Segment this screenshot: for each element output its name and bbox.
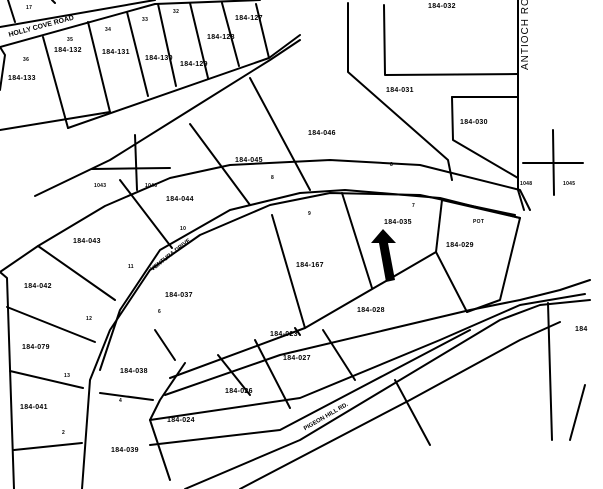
parcel-label: 184-035 — [384, 219, 412, 226]
parcel-label: 184-039 — [111, 447, 139, 454]
parcel-label: 184-079 — [22, 344, 50, 351]
parcel-label: 184-027 — [283, 355, 311, 362]
parcel-label: 184-030 — [460, 119, 488, 126]
section-number: 1048 — [520, 181, 533, 187]
lot-number: 34 — [105, 27, 112, 33]
parcel-label: 184-127 — [235, 15, 263, 22]
lot-number: 10 — [180, 226, 187, 232]
parcel-label: 184-023 — [270, 331, 298, 338]
lot-number: 35 — [67, 37, 74, 43]
lot-number: 6 — [158, 309, 162, 315]
section-number: 1045 — [563, 181, 576, 187]
parcel-label: 184-133 — [8, 75, 36, 82]
parcel-label: 184-024 — [167, 417, 195, 424]
parcel-label: 184-046 — [308, 130, 336, 137]
parcel-label: 184-042 — [24, 283, 52, 290]
parcel-label: 184-041 — [20, 404, 48, 411]
parcel-label: 184-132 — [54, 47, 82, 54]
parcel-label: 184-043 — [73, 238, 101, 245]
parcel-label: 184-038 — [120, 368, 148, 375]
lot-number: 13 — [64, 373, 71, 379]
lot-number: POT — [473, 219, 485, 225]
parcel-label: 184-029 — [446, 242, 474, 249]
lot-number: 36 — [23, 57, 30, 63]
parcel-label: 184-129 — [180, 61, 208, 68]
lot-number: 17 — [26, 5, 33, 11]
parcel-label: 184-045 — [235, 157, 263, 164]
lot-number: 11 — [128, 264, 134, 270]
parcel-label: 184-037 — [165, 292, 193, 299]
parcel-label: 184-167 — [296, 262, 324, 269]
parcel-label: 184-128 — [207, 34, 235, 41]
lot-number: 4 — [119, 398, 123, 404]
parcel-label: 184-031 — [386, 87, 414, 94]
lot-number: 33 — [142, 17, 149, 23]
parcel-label: 184-028 — [357, 307, 385, 314]
lot-number: 32 — [173, 9, 180, 15]
lot-number: 7 — [412, 203, 416, 209]
parcel-label: 184-131 — [102, 49, 130, 56]
lot-number: 9 — [308, 211, 312, 217]
section-number: 1046 — [145, 183, 158, 189]
parcel-label: 184-032 — [428, 3, 456, 10]
lot-number: 8 — [390, 162, 394, 168]
section-number: 1043 — [94, 183, 107, 189]
parcel-label: 184-044 — [166, 196, 194, 203]
parcel-label: 184-026 — [225, 388, 253, 395]
lot-number: 8 — [271, 175, 275, 181]
lot-number: 2 — [62, 430, 66, 436]
parcel-label: 184 — [575, 326, 588, 333]
parcel-label: 184-130 — [145, 55, 173, 62]
lot-number: 12 — [86, 316, 93, 322]
